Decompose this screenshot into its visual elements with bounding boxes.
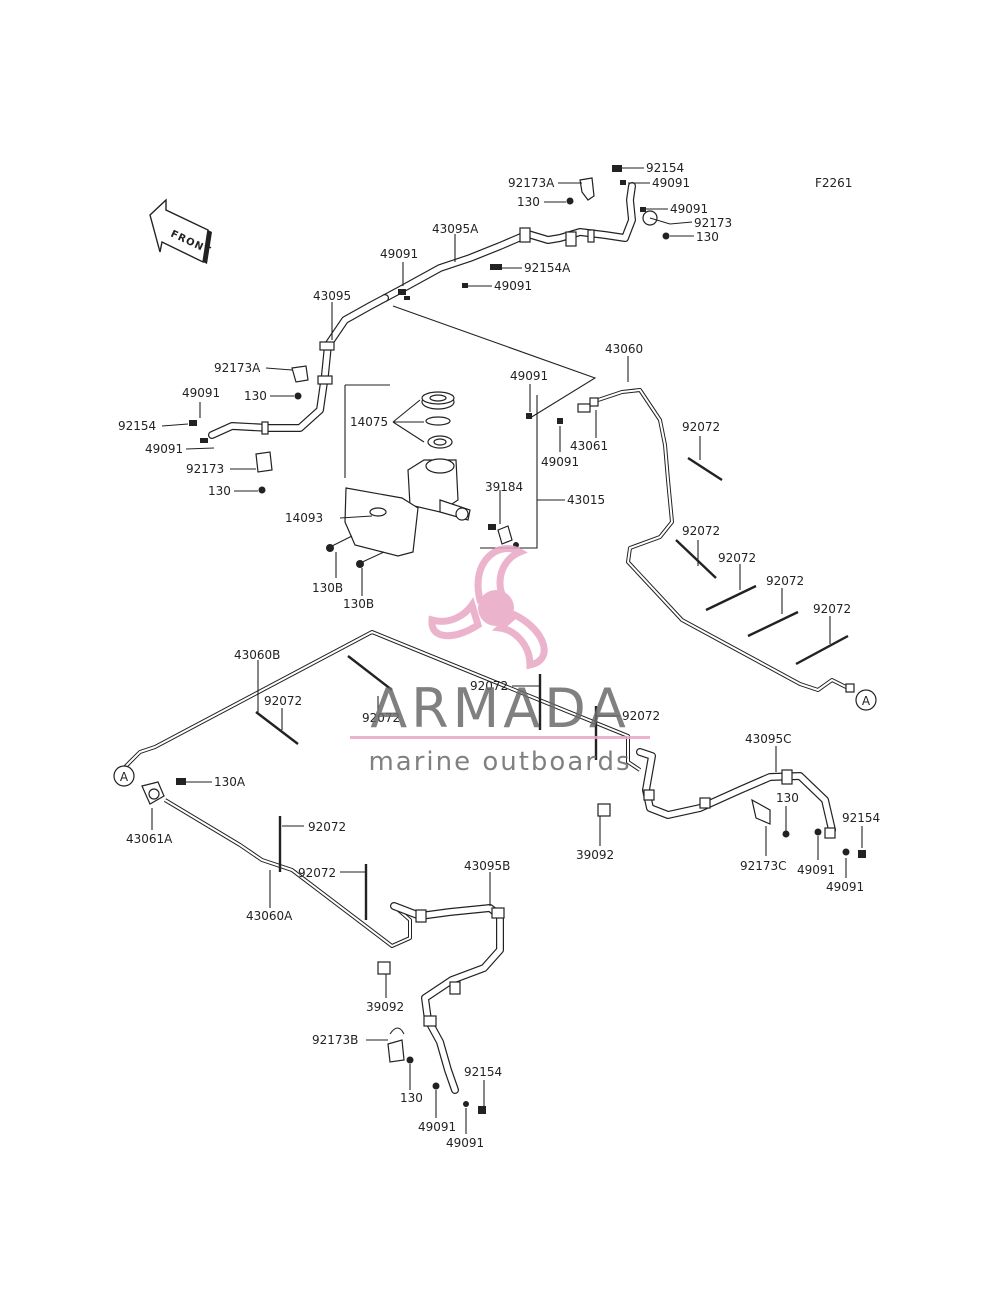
hose-43095a <box>381 182 671 302</box>
joint-43061a <box>141 778 186 805</box>
part-label: 92072 <box>622 709 660 723</box>
cable-ties-lower <box>255 655 598 920</box>
part-label: 130 <box>244 389 267 403</box>
bracket-14093 <box>326 487 419 568</box>
part-label: 43015 <box>567 493 605 507</box>
part-label: 130A <box>214 775 246 789</box>
master-cylinder-43015 <box>344 305 597 549</box>
part-label: 92173A <box>508 176 555 190</box>
part-label: 92072 <box>308 820 346 834</box>
part-label: 92072 <box>682 420 720 434</box>
hose-43095 <box>208 294 389 439</box>
part-label: 92072 <box>718 551 756 565</box>
pipe-43060 <box>577 388 855 693</box>
part-label: 130B <box>343 597 374 611</box>
part-label: 130 <box>696 230 719 244</box>
part-label: 49091 <box>826 880 864 894</box>
part-label: 92154 <box>464 1065 502 1079</box>
connector-a-left: A <box>113 765 135 787</box>
part-label: 43060 <box>605 342 643 356</box>
part-label: 49091 <box>380 247 418 261</box>
part-label: 92173 <box>694 216 732 230</box>
propeller-logo-icon <box>428 545 548 670</box>
hose-collar <box>519 227 531 243</box>
leader-lines <box>151 167 863 1134</box>
part-labels: 92154 92173A 49091 130 49091 92173 130 4… <box>118 161 880 1150</box>
part-label: 92173 <box>186 462 224 476</box>
part-label: 14075 <box>350 415 388 429</box>
hose-43095b <box>377 902 505 1114</box>
part-label: 92154A <box>524 261 571 275</box>
part-label: 92154 <box>646 161 684 175</box>
hose-collar <box>565 231 577 247</box>
part-label: 130 <box>400 1091 423 1105</box>
part-label: 43095B <box>464 859 510 873</box>
svg-text:A: A <box>862 694 871 708</box>
pipe-43060a <box>163 798 412 948</box>
part-label: 49091 <box>510 369 548 383</box>
watermark-tagline: marine outboards <box>368 747 631 777</box>
hose-collar <box>317 375 333 385</box>
part-label: 49091 <box>145 442 183 456</box>
diagram-code: F2261 <box>815 176 852 190</box>
hose-collar <box>319 341 335 351</box>
part-label: 43095A <box>432 222 479 236</box>
part-label: 14093 <box>285 511 323 525</box>
part-label: 92072 <box>766 574 804 588</box>
hose-collar <box>587 229 595 243</box>
part-label: 49091 <box>446 1136 484 1150</box>
part-label: 39092 <box>576 848 614 862</box>
hose-43095c <box>597 748 866 858</box>
watermark-brand: ARMADA <box>370 677 630 740</box>
part-label: 43061A <box>126 832 173 846</box>
part-label: 43060B <box>234 648 280 662</box>
part-label: 49091 <box>670 202 708 216</box>
part-label: 92072 <box>362 711 400 725</box>
armada-watermark: ARMADA marine outboards <box>350 545 650 777</box>
part-label: 130 <box>208 484 231 498</box>
part-label: 92072 <box>470 679 508 693</box>
front-arrow-icon: FRONT <box>149 198 213 264</box>
part-label: 130 <box>517 195 540 209</box>
part-label: 92173B <box>312 1033 358 1047</box>
part-label: 92072 <box>298 866 336 880</box>
part-label: 92154 <box>842 811 880 825</box>
part-label: 43095C <box>745 732 792 746</box>
cable-ties-right <box>675 456 849 666</box>
part-label: 92173A <box>214 361 261 375</box>
part-label: 92154 <box>118 419 156 433</box>
part-label: 49091 <box>182 386 220 400</box>
part-label: 49091 <box>541 455 579 469</box>
part-label: 49091 <box>494 279 532 293</box>
part-label: 39092 <box>366 1000 404 1014</box>
part-label: 43095 <box>313 289 351 303</box>
part-label: 49091 <box>652 176 690 190</box>
part-label: 39184 <box>485 480 523 494</box>
part-label: 92072 <box>264 694 302 708</box>
connector-a-right: A <box>855 689 877 711</box>
part-label: 92072 <box>813 602 851 616</box>
part-label: 49091 <box>418 1120 456 1134</box>
part-label: 43060A <box>246 909 293 923</box>
part-label: 92173C <box>740 859 787 873</box>
top-fasteners <box>189 165 670 494</box>
part-label: 43061 <box>570 439 608 453</box>
hose-collar <box>261 421 269 435</box>
part-label: 92072 <box>682 524 720 538</box>
part-label: 49091 <box>797 863 835 877</box>
part-label: 130 <box>776 791 799 805</box>
part-label: 130B <box>312 581 343 595</box>
svg-text:A: A <box>120 770 129 784</box>
